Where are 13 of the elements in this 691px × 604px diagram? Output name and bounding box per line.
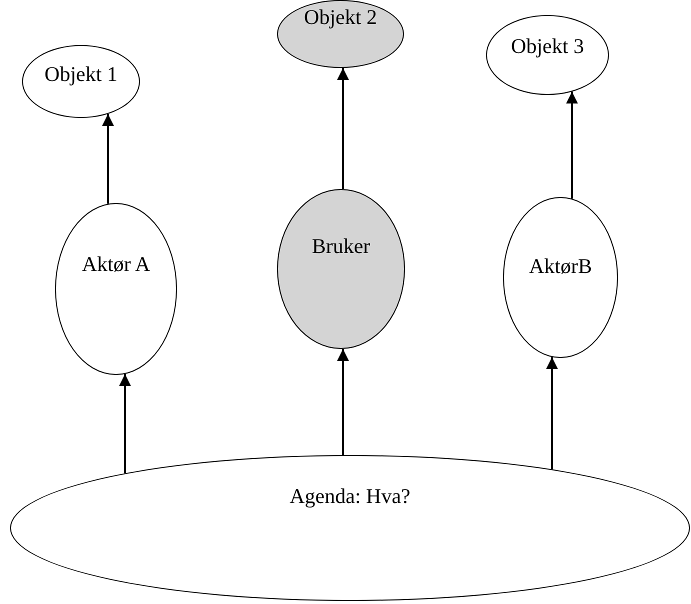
node-label: Objekt 2 (304, 5, 377, 30)
arrow (119, 374, 131, 474)
arrow (337, 68, 349, 190)
node-label: Objekt 1 (44, 62, 118, 87)
node-label: Agenda: Hva? (290, 484, 410, 509)
node-label: AktørB (529, 254, 592, 279)
arrow (566, 92, 578, 199)
arrow (546, 357, 558, 470)
arrow (337, 348, 349, 456)
arrow (102, 114, 114, 204)
node-label: Aktør A (82, 252, 150, 277)
node-label: Objekt 3 (511, 34, 584, 59)
node-label: Bruker (312, 234, 370, 259)
